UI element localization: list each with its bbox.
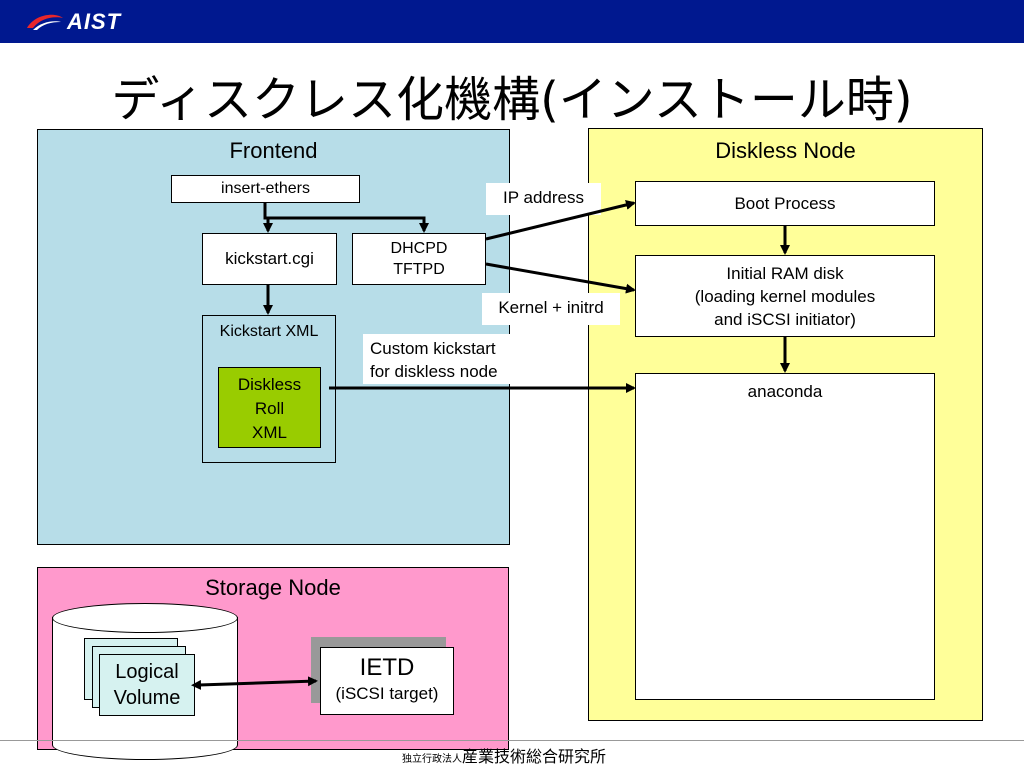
ietd-sub-label: (iSCSI target) [335, 684, 439, 703]
diskless-roll-xml-box: Diskless Roll XML [218, 367, 321, 448]
storage-node-title: Storage Node [205, 575, 341, 600]
boot-process-label: Boot Process [734, 194, 836, 213]
custom-kickstart-label-box: Custom kickstart for diskless node [363, 334, 526, 384]
footer-name: 産業技術総合研究所 [462, 747, 607, 766]
footer: 独立行政法人産業技術総合研究所 [402, 743, 606, 767]
aist-swoosh-icon [27, 14, 63, 30]
diskless-roll-line-2: Roll [254, 399, 285, 418]
dhcpd-tftpd-box: DHCPD TFTPD [352, 233, 486, 285]
logical-volume-box: Logical Volume [99, 654, 195, 716]
storage-cylinder-top [52, 603, 238, 633]
diskless-roll-line-1: Diskless [237, 375, 302, 394]
ietd-label: IETD [359, 654, 415, 681]
footer-prefix: 独立行政法人 [402, 754, 462, 765]
anaconda-box: anaconda [635, 373, 935, 700]
kernel-initrd-label: Kernel + initrd [498, 298, 604, 317]
initial-ram-line-3: and iSCSI initiator) [714, 310, 856, 329]
arrow-lv-ietd [191, 676, 318, 690]
kickstart-xml-label: Kickstart XML [219, 323, 319, 340]
kernel-initrd-label-box: Kernel + initrd [482, 293, 620, 325]
insert-ethers-label: insert-ethers [221, 180, 310, 197]
logical-volume-line-2: Volume [113, 687, 181, 709]
boot-process-box: Boot Process [635, 181, 935, 226]
initial-ram-line-1: Initial RAM disk [726, 264, 844, 283]
custom-kickstart-line-1: Custom kickstart [370, 339, 496, 358]
insert-ethers-box: insert-ethers [171, 175, 360, 203]
kickstart-cgi-label: kickstart.cgi [225, 249, 314, 268]
logo-text: AIST [67, 9, 122, 34]
kickstart-cgi-box: kickstart.cgi [202, 233, 337, 285]
initial-ram-disk-box: Initial RAM disk (loading kernel modules… [635, 255, 935, 337]
anaconda-label: anaconda [747, 382, 823, 401]
custom-kickstart-line-2: for diskless node [370, 362, 498, 381]
diskless-node-title: Diskless Node [715, 138, 856, 163]
frontend-title: Frontend [229, 138, 318, 163]
slide-title: ディスクレス化機構(インストール時) [111, 72, 913, 128]
ietd-box: IETD (iSCSI target) [320, 647, 454, 715]
tftpd-label: TFTPD [393, 261, 445, 278]
logical-volume-line-1: Logical [115, 661, 179, 683]
arrow-insert-ethers-split [263, 203, 429, 233]
arrow-ip-address [485, 200, 636, 241]
diskless-roll-line-3: XML [252, 423, 287, 442]
dhcpd-label: DHCPD [390, 240, 448, 257]
aist-logo: AIST [25, 6, 121, 38]
footer-line [0, 740, 1024, 741]
initial-ram-line-2: (loading kernel modules [694, 287, 876, 306]
header-bar: AIST [0, 0, 1024, 43]
ip-address-label: IP address [503, 188, 584, 207]
ip-address-label-box: IP address [486, 183, 601, 215]
arrow-kernel-initrd [485, 262, 636, 294]
